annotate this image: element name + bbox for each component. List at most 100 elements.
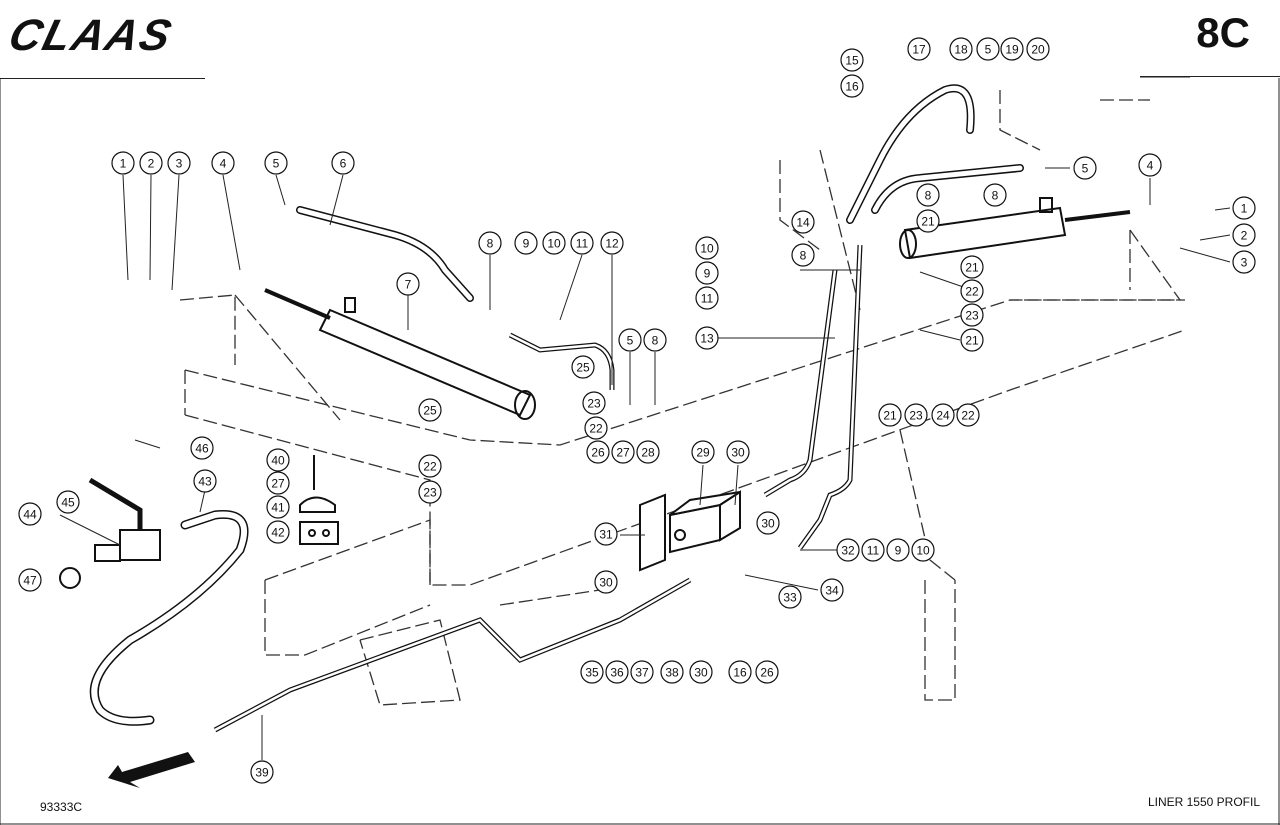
callout-32: 32 xyxy=(836,538,860,562)
callout-label: 22 xyxy=(965,285,979,299)
callout-45: 45 xyxy=(56,490,80,514)
callout-21: 21 xyxy=(878,403,902,427)
callout-3: 3 xyxy=(167,151,191,175)
callout-circle xyxy=(836,538,860,562)
callout-21: 21 xyxy=(916,209,940,233)
callout-22: 22 xyxy=(418,454,442,478)
callout-circle xyxy=(250,760,274,784)
callout-4: 4 xyxy=(211,151,235,175)
header-rule-left xyxy=(0,78,205,79)
callout-circle xyxy=(18,568,42,592)
callout-label: 47 xyxy=(23,574,37,588)
callout-label: 16 xyxy=(845,80,859,94)
callout-label: 22 xyxy=(423,460,437,474)
callout-6: 6 xyxy=(331,151,355,175)
callout-circle xyxy=(56,490,80,514)
callout-circle xyxy=(695,326,719,350)
callout-22: 22 xyxy=(584,416,608,440)
callout-label: 32 xyxy=(841,544,855,558)
callout-circle xyxy=(1026,37,1050,61)
callout-circle xyxy=(820,578,844,602)
callout-label: 11 xyxy=(701,292,714,306)
callout-circle xyxy=(266,471,290,495)
callout-1: 1 xyxy=(111,151,135,175)
callout-label: 20 xyxy=(1031,43,1045,57)
callout-label: 1 xyxy=(120,157,127,171)
direction-arrow-icon xyxy=(108,752,195,788)
callout-label: 45 xyxy=(61,496,75,510)
callout-label: 33 xyxy=(783,591,797,605)
callout-10: 10 xyxy=(542,231,566,255)
callout-label: 15 xyxy=(845,54,859,68)
callout-circle xyxy=(976,37,1000,61)
callout-23: 23 xyxy=(582,391,606,415)
callout-12: 12 xyxy=(600,231,624,255)
callout-circle xyxy=(840,48,864,72)
callout-circle xyxy=(916,183,940,207)
callout-label: 36 xyxy=(610,666,624,680)
callout-circle xyxy=(1138,153,1162,177)
callout-circle xyxy=(266,448,290,472)
callout-label: 9 xyxy=(895,544,902,558)
page-code: 8C xyxy=(1196,9,1250,56)
callout-circle xyxy=(983,183,1007,207)
callout-37: 37 xyxy=(630,660,654,684)
leader-lines xyxy=(59,76,1231,760)
callout-label: 8 xyxy=(652,334,659,348)
sheet-frame xyxy=(0,78,1280,825)
callout-circle xyxy=(478,231,502,255)
callout-label: 38 xyxy=(665,666,679,680)
pipe-13 xyxy=(213,244,863,733)
hose-left xyxy=(296,206,474,302)
callout-23: 23 xyxy=(960,303,984,327)
callout-28: 28 xyxy=(636,440,660,464)
callout-8: 8 xyxy=(916,183,940,207)
callout-label: 7 xyxy=(405,278,412,292)
callout-circle xyxy=(636,440,660,464)
callout-26: 26 xyxy=(755,660,779,684)
callout-2: 2 xyxy=(1232,223,1256,247)
callout-label: 18 xyxy=(954,43,968,57)
callout-label: 8 xyxy=(925,189,932,203)
callout-2: 2 xyxy=(139,151,163,175)
callout-circle xyxy=(695,236,719,260)
callout-21: 21 xyxy=(960,255,984,279)
callout-circle xyxy=(916,209,940,233)
callout-8: 8 xyxy=(791,243,815,267)
callout-29: 29 xyxy=(691,440,715,464)
callout-circle xyxy=(907,37,931,61)
callout-26: 26 xyxy=(586,440,610,464)
callout-9: 9 xyxy=(514,231,538,255)
callout-label: 9 xyxy=(523,237,530,251)
callout-circle xyxy=(1232,250,1256,274)
callout-label: 5 xyxy=(627,334,634,348)
callout-circle xyxy=(542,231,566,255)
callout-label: 26 xyxy=(591,446,605,460)
cylinder-right xyxy=(899,197,1131,260)
callout-17: 17 xyxy=(907,37,931,61)
bracket-31 xyxy=(639,493,666,572)
callout-circle xyxy=(611,440,635,464)
callout-circle xyxy=(418,454,442,478)
callout-circle xyxy=(960,303,984,327)
callout-circle xyxy=(266,520,290,544)
callout-label: 8 xyxy=(800,249,807,263)
callout-30: 30 xyxy=(689,660,713,684)
callout-38: 38 xyxy=(660,660,684,684)
callout-4: 4 xyxy=(1138,153,1162,177)
callout-35: 35 xyxy=(580,660,604,684)
callout-5: 5 xyxy=(264,151,288,175)
callout-circle xyxy=(689,660,713,684)
callout-11: 11 xyxy=(861,538,885,562)
callout-33: 33 xyxy=(778,585,802,609)
callout-circle xyxy=(18,502,42,526)
callout-1: 1 xyxy=(1232,196,1256,220)
callout-label: 9 xyxy=(704,267,711,281)
callout-label: 1 xyxy=(1241,202,1248,216)
callout-circle xyxy=(755,660,779,684)
callout-label: 37 xyxy=(635,666,649,680)
callout-23: 23 xyxy=(904,403,928,427)
callout-8: 8 xyxy=(478,231,502,255)
callout-label: 23 xyxy=(965,309,979,323)
